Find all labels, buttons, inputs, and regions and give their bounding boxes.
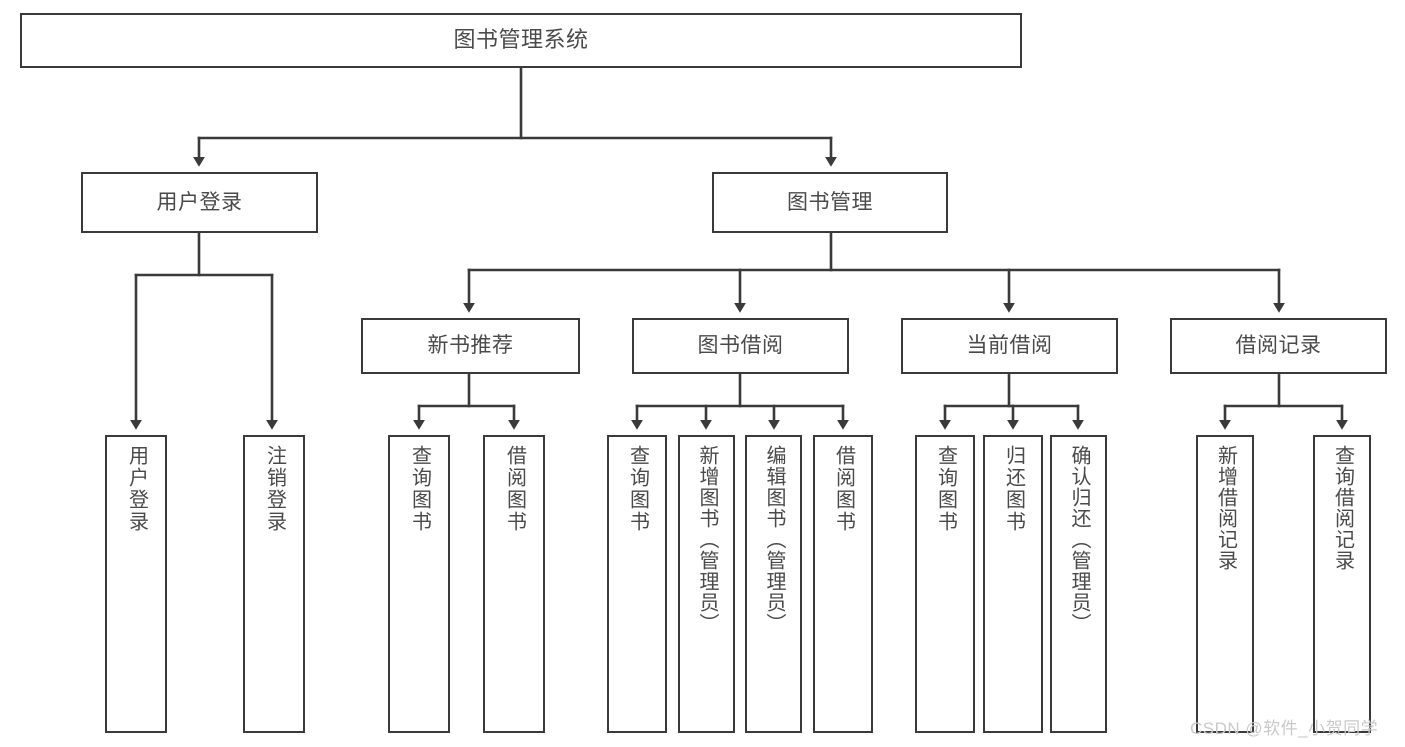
leaf-user-login-label: 用户登录 [125,445,148,533]
leaf-borrow-book-2[interactable]: 借阅图书 [813,435,873,733]
leaf-add-borrow-record-label: 新增借阅记录 [1214,445,1237,571]
leaf-return-book-label: 归还图书 [1002,445,1025,533]
leaf-query-book-1-label: 查询图书 [408,445,431,533]
leaf-query-book-3-label: 查询图书 [934,445,957,533]
leaf-logout-label: 注销登录 [263,445,286,533]
node-book-borrow[interactable]: 图书借阅 [632,318,849,374]
node-current-borrow-label: 当前借阅 [966,334,1053,358]
leaf-edit-book-admin[interactable]: 编辑图书（管理员） [745,435,802,733]
leaf-add-book-admin-label: 新增图书（管理员） [696,445,718,634]
node-new-book-recommend-label: 新书推荐 [427,334,514,358]
leaf-logout[interactable]: 注销登录 [243,435,305,733]
leaf-confirm-return-admin-label: 确认归还（管理员） [1068,445,1090,634]
leaf-return-book[interactable]: 归还图书 [983,435,1043,733]
node-root-label: 图书管理系统 [453,27,589,53]
leaf-user-login[interactable]: 用户登录 [105,435,167,733]
leaf-borrow-book-1[interactable]: 借阅图书 [483,435,545,733]
node-borrow-record-label: 借阅记录 [1235,334,1322,358]
leaf-query-book-2-label: 查询图书 [626,445,649,533]
leaf-query-borrow-record-label: 查询借阅记录 [1331,445,1354,571]
node-borrow-record[interactable]: 借阅记录 [1170,318,1387,374]
node-root[interactable]: 图书管理系统 [20,13,1022,68]
leaf-borrow-book-2-label: 借阅图书 [832,445,855,533]
node-book-borrow-label: 图书借阅 [697,334,784,358]
leaf-edit-book-admin-label: 编辑图书（管理员） [763,445,785,634]
leaf-query-borrow-record[interactable]: 查询借阅记录 [1313,435,1371,733]
leaf-add-book-admin[interactable]: 新增图书（管理员） [678,435,735,733]
leaf-confirm-return-admin[interactable]: 确认归还（管理员） [1050,435,1107,733]
leaf-query-book-1[interactable]: 查询图书 [388,435,450,733]
leaf-query-book-2[interactable]: 查询图书 [607,435,667,733]
leaf-add-borrow-record[interactable]: 新增借阅记录 [1196,435,1254,733]
node-current-borrow[interactable]: 当前借阅 [901,318,1118,374]
leaf-borrow-book-1-label: 借阅图书 [503,445,526,533]
node-user-login-label: 用户登录 [156,190,243,214]
node-book-manage[interactable]: 图书管理 [712,172,948,233]
node-new-book-recommend[interactable]: 新书推荐 [361,318,580,374]
node-book-manage-label: 图书管理 [787,190,873,214]
leaf-query-book-3[interactable]: 查询图书 [915,435,975,733]
node-user-login[interactable]: 用户登录 [81,172,318,233]
